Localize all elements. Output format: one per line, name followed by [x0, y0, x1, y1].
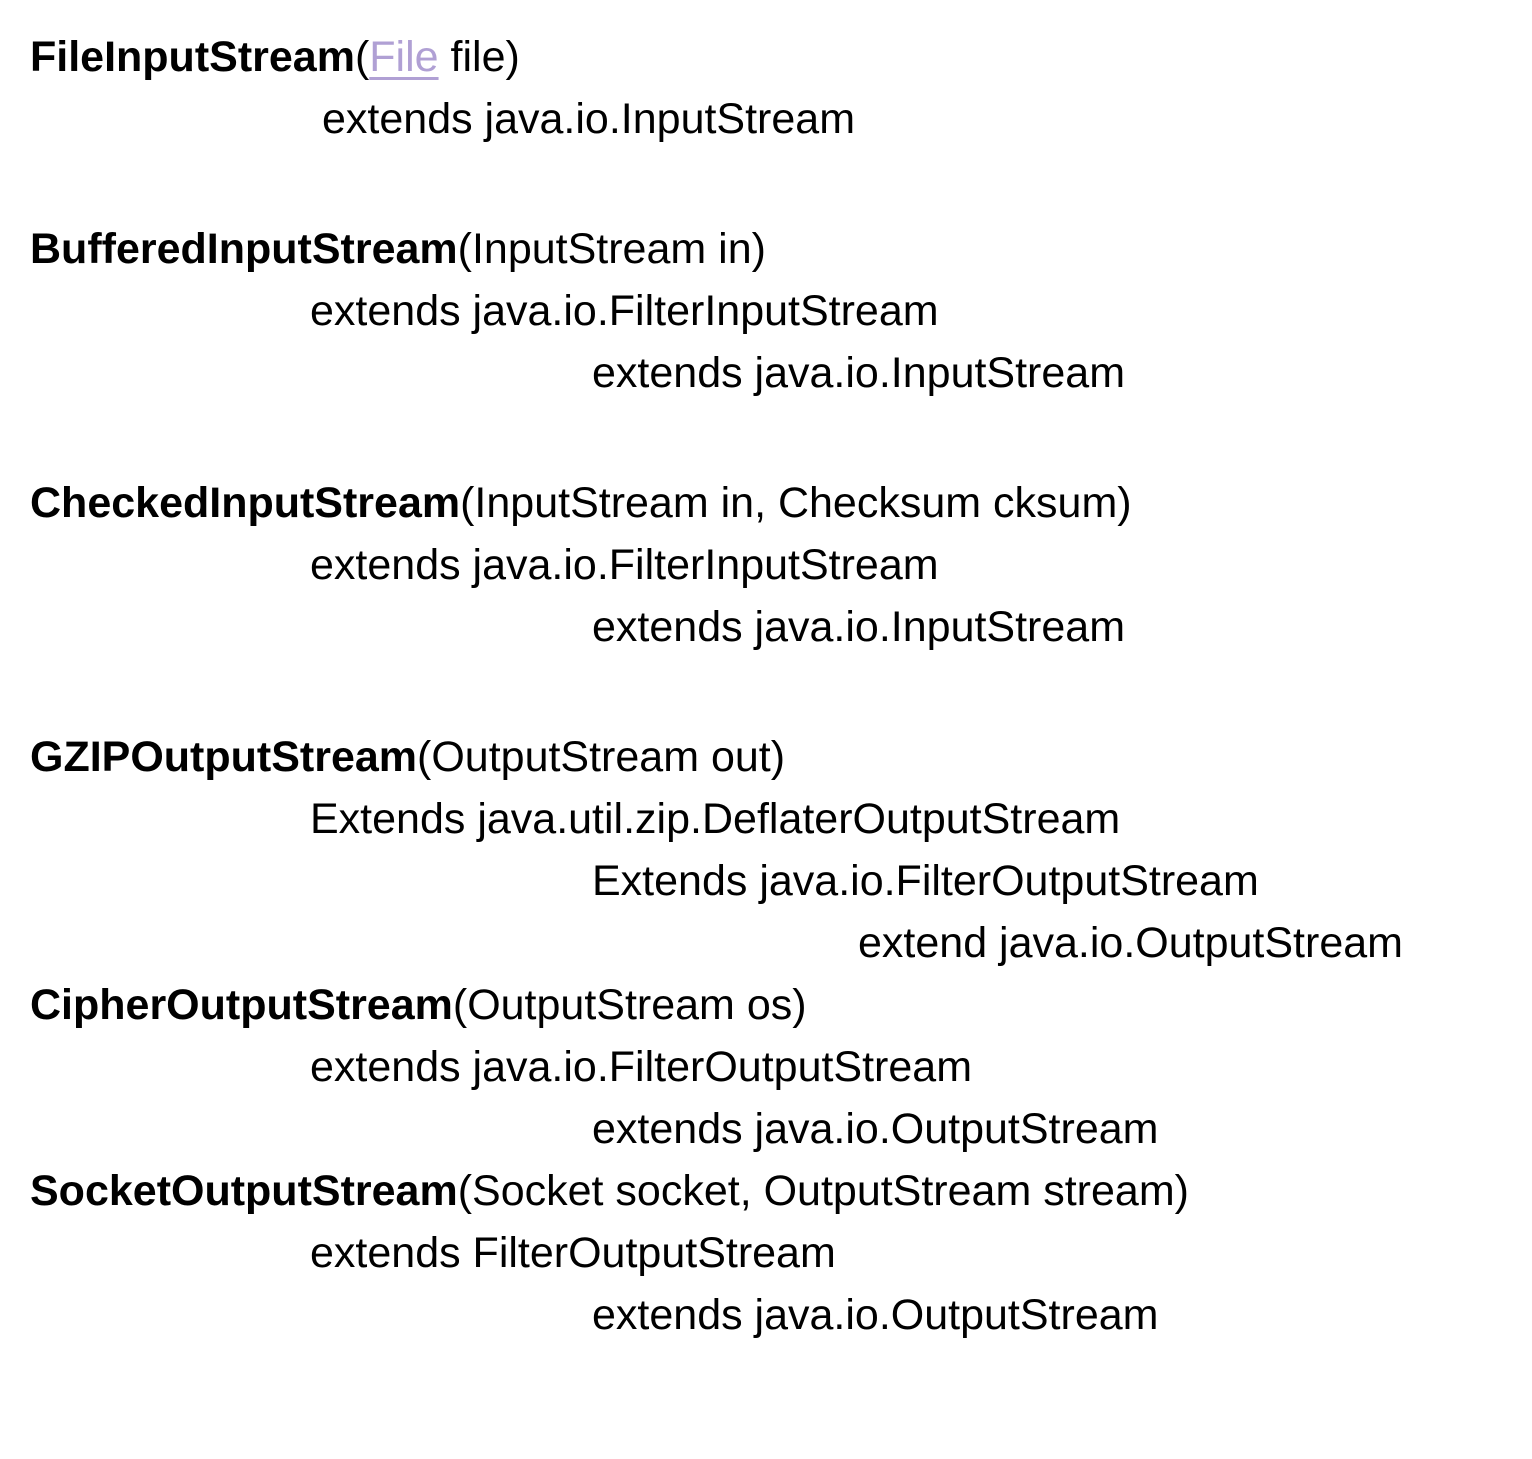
- class-name: SocketOutputStream: [30, 1167, 458, 1215]
- extends-line: extends java.io.InputStream: [592, 349, 1126, 397]
- class-block-gzipoutputstream: GZIPOutputStream(OutputStream out) Exten…: [0, 726, 1532, 974]
- params-rest: file): [438, 33, 520, 81]
- extends-line: extends java.io.OutputStream: [592, 1105, 1159, 1153]
- params: (InputStream in): [457, 225, 766, 273]
- file-class-link[interactable]: File: [369, 33, 439, 81]
- extends-line: extends java.io.FilterInputStream: [310, 287, 939, 335]
- class-block-socketoutputstream: SocketOutputStream(Socket socket, Output…: [0, 1160, 1532, 1346]
- class-signature: FileInputStream(File file): [0, 26, 1532, 88]
- params: (OutputStream out): [417, 733, 786, 781]
- class-signature: GZIPOutputStream(OutputStream out): [0, 726, 1532, 788]
- class-signature: CipherOutputStream(OutputStream os): [0, 974, 1532, 1036]
- class-signature: BufferedInputStream(InputStream in): [0, 218, 1532, 280]
- class-block-fileinputstream: FileInputStream(File file) extends java.…: [0, 26, 1532, 150]
- class-block-bufferedinputstream: BufferedInputStream(InputStream in) exte…: [0, 218, 1532, 404]
- extends-line: Extends java.io.FilterOutputStream: [592, 857, 1259, 905]
- class-name: CipherOutputStream: [30, 981, 453, 1029]
- params: (InputStream in, Checksum cksum): [460, 479, 1132, 527]
- class-signature: SocketOutputStream(Socket socket, Output…: [0, 1160, 1532, 1222]
- extends-line: extend java.io.OutputStream: [858, 919, 1403, 967]
- class-name: GZIPOutputStream: [30, 733, 418, 781]
- class-block-checkedinputstream: CheckedInputStream(InputStream in, Check…: [0, 472, 1532, 658]
- class-name: FileInputStream: [30, 33, 355, 81]
- class-name: BufferedInputStream: [30, 225, 458, 273]
- extends-line: extends java.io.FilterOutputStream: [310, 1043, 973, 1091]
- params: (Socket socket, OutputStream stream): [457, 1167, 1189, 1215]
- class-signature: CheckedInputStream(InputStream in, Check…: [0, 472, 1532, 534]
- class-name: CheckedInputStream: [30, 479, 461, 527]
- extends-line: extends FilterOutputStream: [310, 1229, 836, 1277]
- extends-line: extends java.io.FilterInputStream: [310, 541, 939, 589]
- extends-line: extends java.io.InputStream: [322, 95, 856, 143]
- extends-line: extends java.io.InputStream: [592, 603, 1126, 651]
- extends-line: extends java.io.OutputStream: [592, 1291, 1159, 1339]
- params-open-paren: (: [354, 33, 370, 81]
- extends-line: Extends java.util.zip.DeflaterOutputStre…: [310, 795, 1121, 843]
- params: (OutputStream os): [452, 981, 807, 1029]
- class-block-cipheroutputstream: CipherOutputStream(OutputStream os) exte…: [0, 974, 1532, 1160]
